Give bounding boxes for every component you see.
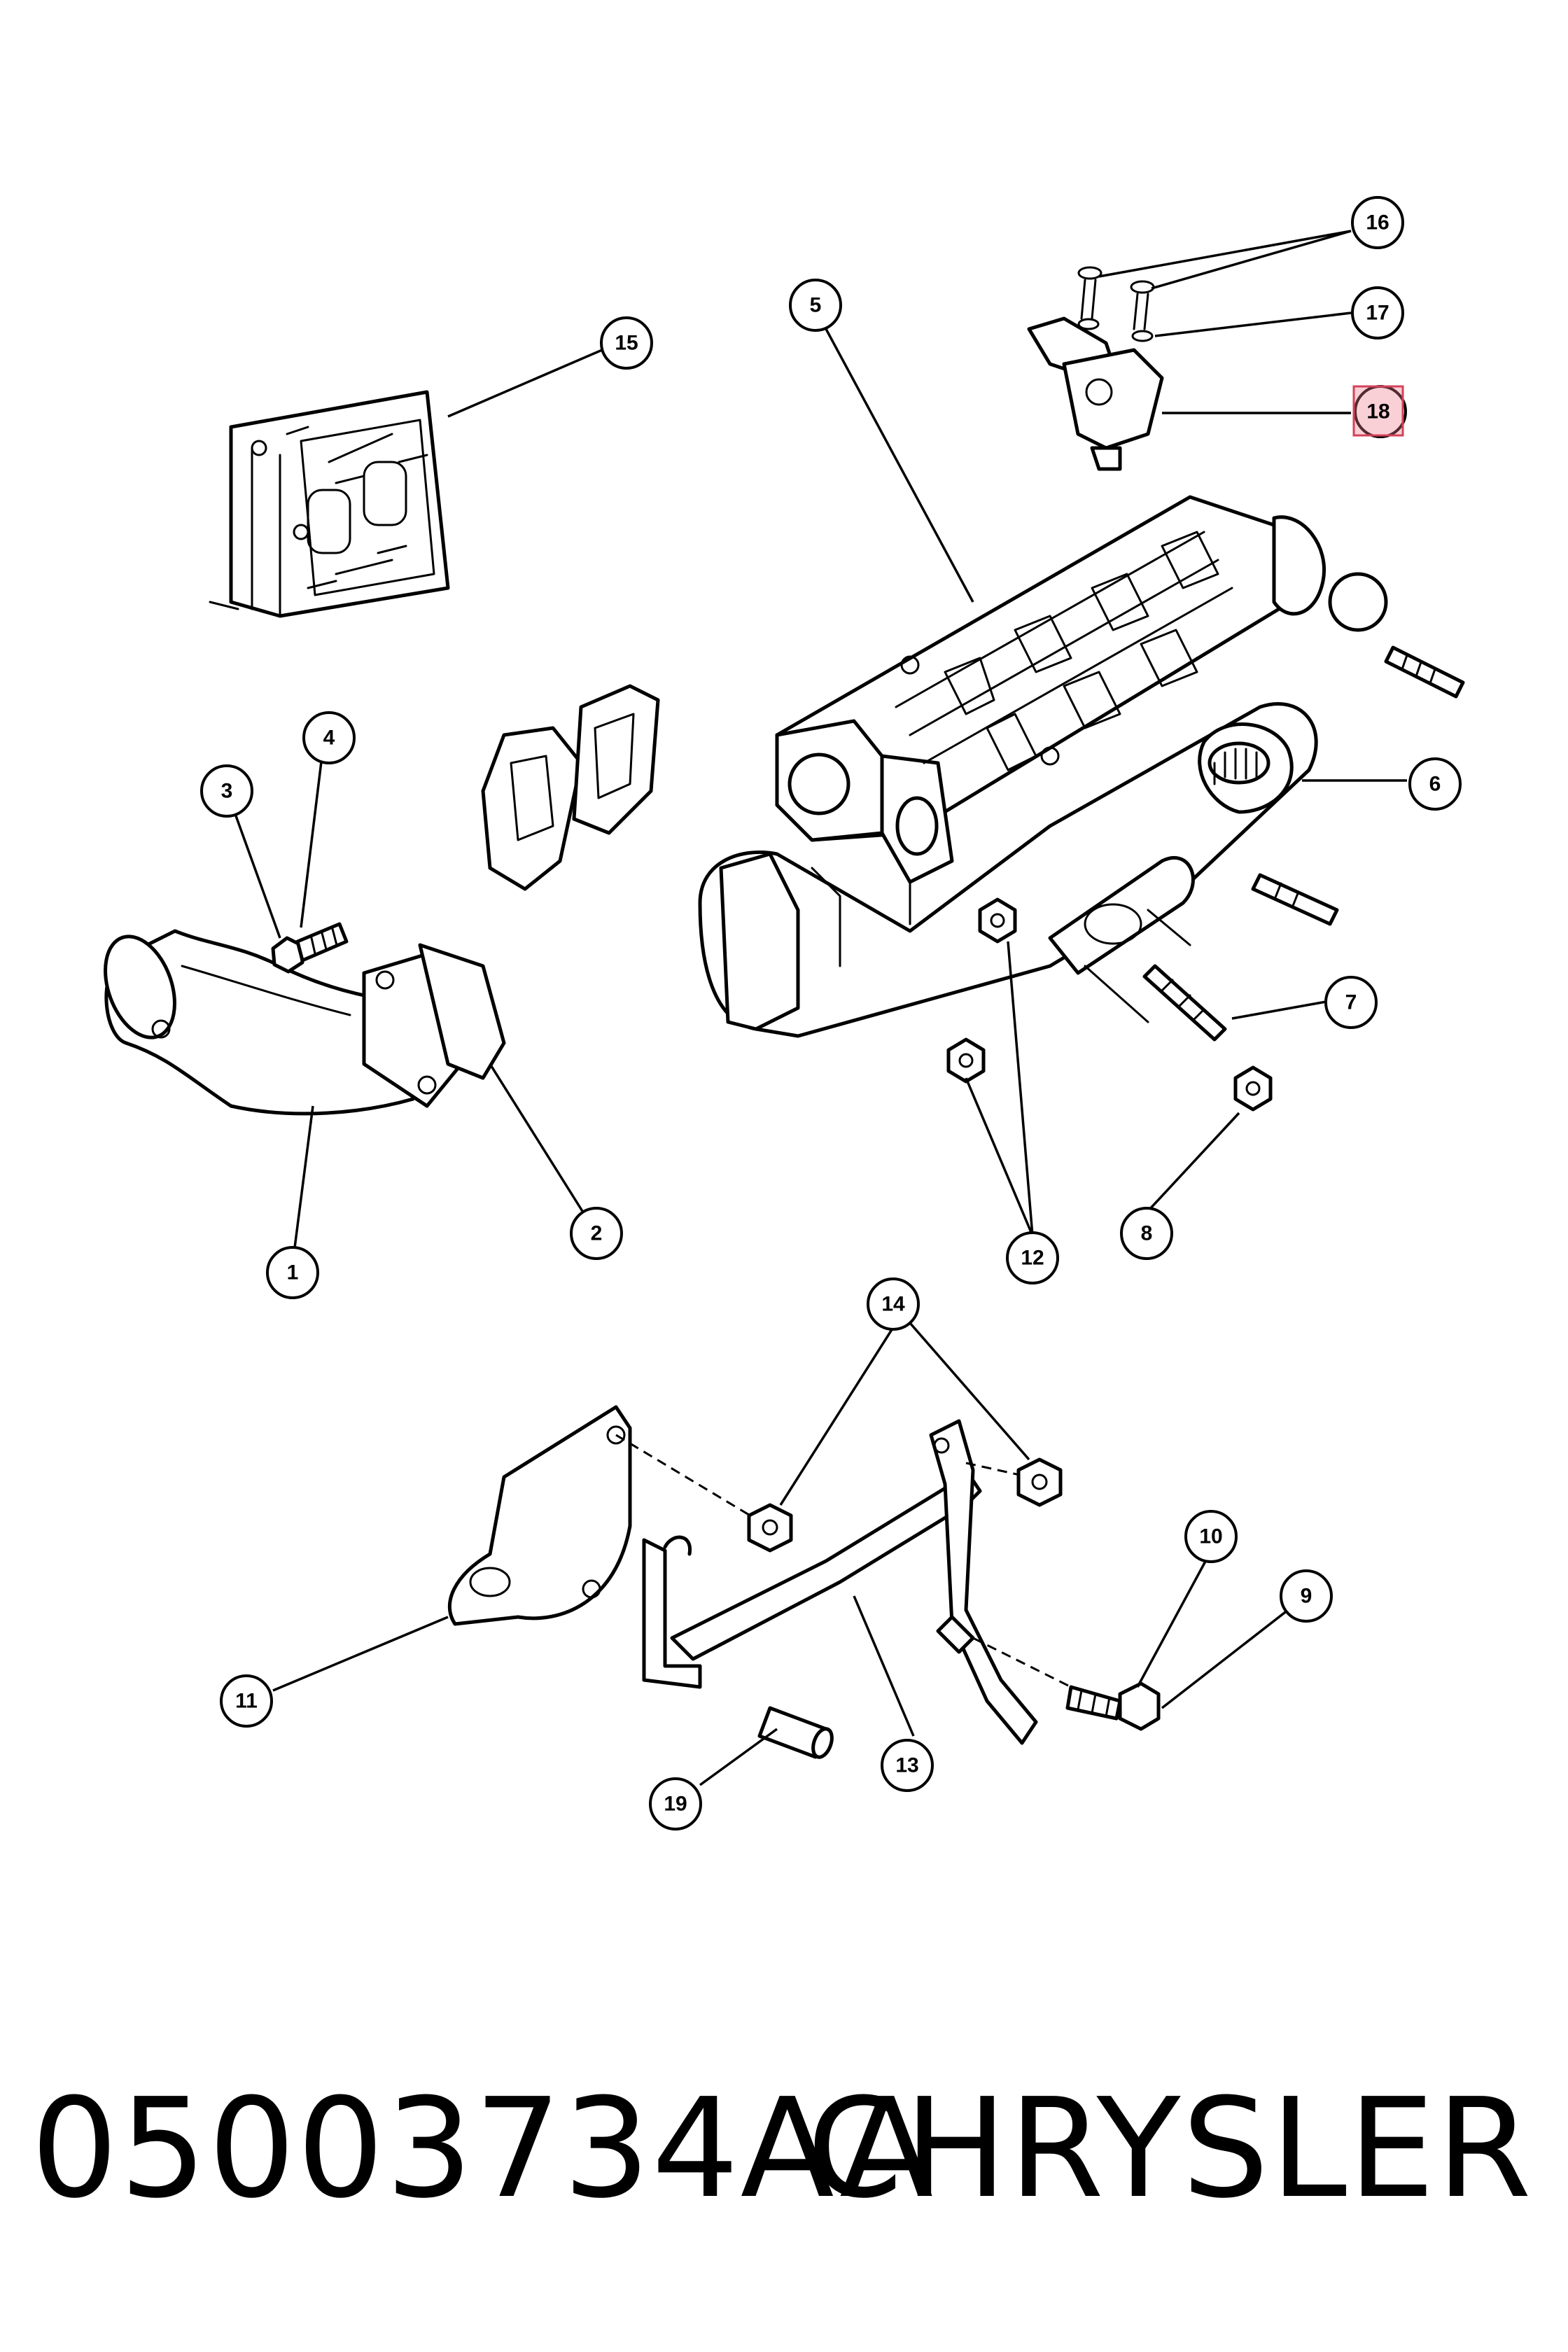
callout-label: 5 <box>810 294 822 317</box>
callout-18[interactable]: 18 <box>1352 385 1407 438</box>
callout-label: 3 <box>221 780 233 803</box>
callout-8[interactable]: 8 <box>1120 1207 1173 1260</box>
callout-label: 17 <box>1366 302 1389 325</box>
callout-4[interactable]: 4 <box>302 711 356 764</box>
callout-label: 19 <box>664 1793 687 1816</box>
pin-19 <box>757 1706 834 1759</box>
egr-tube-elbow <box>104 929 506 1116</box>
callout-11[interactable]: 11 <box>220 1674 273 1728</box>
map-sensor-assembly <box>1027 266 1164 471</box>
callout-label: 9 <box>1301 1585 1312 1608</box>
part-footer: 05003734AA CHRYSLER <box>0 2058 1568 2240</box>
callout-label: 10 <box>1199 1525 1222 1548</box>
leader-lines <box>233 230 1407 1786</box>
callout-label: 6 <box>1429 773 1441 796</box>
cylinder-head-part <box>209 390 450 618</box>
callout-13[interactable]: 13 <box>881 1739 934 1792</box>
callout-5[interactable]: 5 <box>789 279 842 332</box>
egr-gasket-pair <box>481 684 660 891</box>
bolt-9 <box>1065 1681 1161 1731</box>
callout-3[interactable]: 3 <box>200 764 253 818</box>
callout-15[interactable]: 15 <box>600 316 653 370</box>
nuts-14 <box>747 1457 1063 1553</box>
studs <box>1142 645 1465 1042</box>
callout-12[interactable]: 12 <box>1006 1231 1059 1284</box>
callout-label: 13 <box>895 1754 918 1777</box>
callout-9[interactable]: 9 <box>1280 1569 1333 1623</box>
callout-label: 14 <box>881 1293 905 1316</box>
callout-label: 8 <box>1141 1222 1153 1245</box>
egr-cooler-manifold <box>698 495 1388 1038</box>
callout-7[interactable]: 7 <box>1324 976 1378 1029</box>
nuts <box>946 897 1273 1112</box>
callout-16[interactable]: 16 <box>1351 196 1404 249</box>
callout-label: 7 <box>1345 991 1357 1014</box>
callout-label: 2 <box>591 1222 603 1245</box>
callout-14[interactable]: 14 <box>867 1278 920 1331</box>
callout-19[interactable]: 19 <box>649 1777 702 1830</box>
callout-10[interactable]: 10 <box>1184 1510 1238 1563</box>
callout-label: 16 <box>1366 211 1389 234</box>
bracket-and-tube <box>447 1405 1072 1745</box>
brand-name: CHRYSLER <box>806 2069 1533 2229</box>
callout-label: 12 <box>1021 1247 1044 1270</box>
callout-1[interactable]: 1 <box>266 1246 319 1299</box>
callout-label: 4 <box>323 727 335 750</box>
callout-label: 11 <box>235 1690 258 1713</box>
callout-label: 1 <box>287 1261 299 1284</box>
exploded-parts-diagram: 1 2 3 4 5 6 7 8 9 10 11 12 <box>104 196 1465 1830</box>
bolt-3 <box>271 922 349 974</box>
callout-2[interactable]: 2 <box>570 1207 623 1260</box>
callout-6[interactable]: 6 <box>1408 757 1462 811</box>
callout-label: 15 <box>615 332 638 355</box>
callout-label: 18 <box>1366 400 1390 424</box>
callout-17[interactable]: 17 <box>1351 286 1404 340</box>
part-number: 05003734AA <box>31 2069 935 2229</box>
